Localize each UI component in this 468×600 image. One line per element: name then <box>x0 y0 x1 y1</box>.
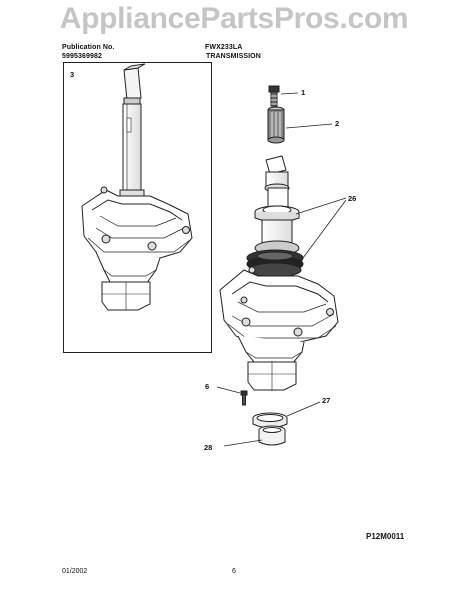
part-28-bushing <box>258 425 286 446</box>
leader-part-1 <box>280 92 299 95</box>
leader-part-26-lower <box>299 199 347 263</box>
callout-26: 26 <box>348 194 357 203</box>
callout-27: 27 <box>322 396 331 405</box>
diagram-code: P12M0011 <box>366 532 405 541</box>
leader-part-27 <box>286 401 321 417</box>
footer-date: 01/2002 <box>62 568 88 575</box>
callout-6: 6 <box>205 382 210 391</box>
callout-2: 2 <box>335 119 340 128</box>
inset-transmission-assembly <box>81 63 193 311</box>
callout-3: 3 <box>70 70 75 79</box>
inset-frame <box>63 62 212 353</box>
leader-part-26-upper <box>295 197 347 215</box>
leader-part-2 <box>285 123 333 129</box>
watermark-text: AppliancePartsPros.com <box>59 2 409 35</box>
page-number: 6 <box>232 568 236 575</box>
publication-label: Publication No. <box>62 44 115 51</box>
part-2-sleeve <box>267 106 285 144</box>
main-transmission-assembly <box>219 85 339 446</box>
publication-number: 5995369982 <box>62 53 102 60</box>
section-title: TRANSMISSION <box>206 53 261 60</box>
leader-part-6 <box>216 386 241 394</box>
callout-28: 28 <box>204 443 213 452</box>
model-number: FWX233LA <box>205 44 243 51</box>
part-26-lower-seal <box>246 240 304 278</box>
part-27-ring <box>252 412 288 429</box>
leader-part-28 <box>223 439 263 447</box>
part-1-screw <box>268 85 280 107</box>
callout-1: 1 <box>301 88 306 97</box>
part-6-screw <box>240 390 248 406</box>
leader-lines <box>216 92 347 447</box>
